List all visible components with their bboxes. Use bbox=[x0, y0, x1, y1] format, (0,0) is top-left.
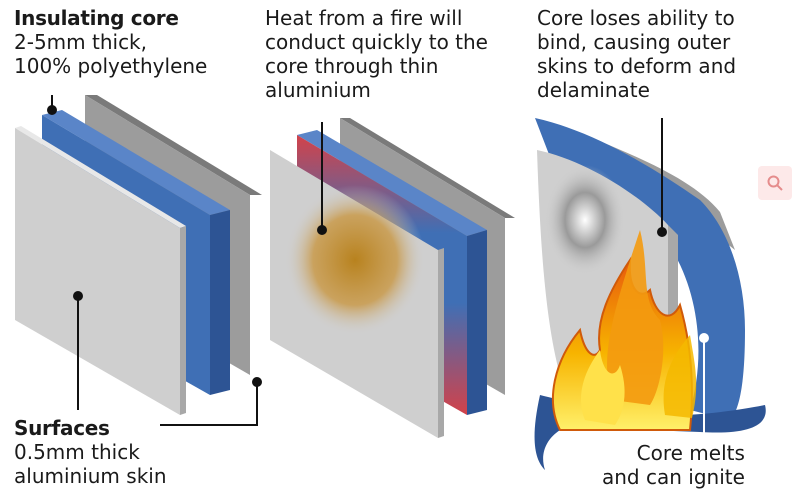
dot-melt bbox=[699, 333, 709, 343]
flame-tongue-2 bbox=[580, 350, 625, 425]
dot-surface-back bbox=[252, 377, 262, 387]
panel-1-front-skin-side bbox=[180, 226, 186, 415]
heat-line-2: conduct quickly to the bbox=[265, 30, 488, 54]
heat-line-3: core through thin bbox=[265, 54, 439, 78]
melt-line-2: and can ignite bbox=[602, 465, 745, 489]
zoom-button[interactable] bbox=[758, 166, 792, 200]
flame-tongue-1 bbox=[607, 230, 664, 405]
core-bind-line-2: bind, causing outer bbox=[537, 30, 731, 54]
label-core-melts: Core melts and can ignite bbox=[602, 441, 745, 489]
insulating-core-title: Insulating core bbox=[14, 6, 179, 30]
surfaces-line-1: 0.5mm thick bbox=[14, 440, 140, 464]
panel-2-front-skin-side bbox=[438, 248, 444, 438]
panel-2-core-side bbox=[467, 230, 487, 415]
label-surfaces: Surfaces 0.5mm thick aluminium skin bbox=[14, 416, 167, 488]
leader-surface-back bbox=[160, 382, 258, 426]
heat-line-1: Heat from a fire will bbox=[265, 6, 463, 30]
magnifier-icon bbox=[767, 175, 783, 191]
panel-1-front-skin bbox=[15, 128, 180, 415]
core-bind-line-1: Core loses ability to bbox=[537, 6, 735, 30]
panel-2-core-top bbox=[297, 130, 487, 236]
panel-2-back-skin-edge bbox=[340, 118, 515, 218]
surfaces-line-2: aluminium skin bbox=[14, 464, 167, 488]
panel-1-front-skin-edge bbox=[15, 126, 186, 228]
leader-dots bbox=[47, 105, 709, 387]
panel-2-layers bbox=[270, 118, 515, 438]
leader-lines bbox=[51, 95, 705, 440]
dot-delaminate bbox=[657, 227, 667, 237]
panel-1-back-skin-edge bbox=[85, 95, 262, 195]
core-bind-line-3: skins to deform and bbox=[537, 54, 737, 78]
label-core-loses-bind: Core loses ability to bind, causing oute… bbox=[537, 6, 736, 102]
insulating-core-line-2: 100% polyethylene bbox=[14, 54, 208, 78]
core-bind-line-4: delaminate bbox=[537, 78, 650, 102]
heat-line-4: aluminium bbox=[265, 78, 371, 102]
label-insulating-core: Insulating core 2-5mm thick, 100% polyet… bbox=[14, 6, 207, 78]
panel-2-heat-spot bbox=[285, 185, 425, 335]
dot-surface-front bbox=[73, 291, 83, 301]
panel-1-core-top bbox=[42, 110, 230, 215]
dot-heat bbox=[317, 225, 327, 235]
panel-3-layers bbox=[534, 118, 766, 470]
melt-line-1: Core melts bbox=[636, 441, 745, 465]
insulating-core-line-1: 2-5mm thick, bbox=[14, 30, 147, 54]
panel-1-layers bbox=[15, 95, 262, 415]
dot-core bbox=[47, 105, 57, 115]
flame-tongue-3 bbox=[663, 335, 697, 418]
label-heat-conduction: Heat from a fire will conduct quickly to… bbox=[265, 6, 488, 102]
panel-3-scorch bbox=[545, 165, 625, 275]
panel-1-core-side bbox=[210, 210, 230, 395]
panel-3-core bbox=[535, 118, 745, 420]
surfaces-title: Surfaces bbox=[14, 416, 110, 440]
